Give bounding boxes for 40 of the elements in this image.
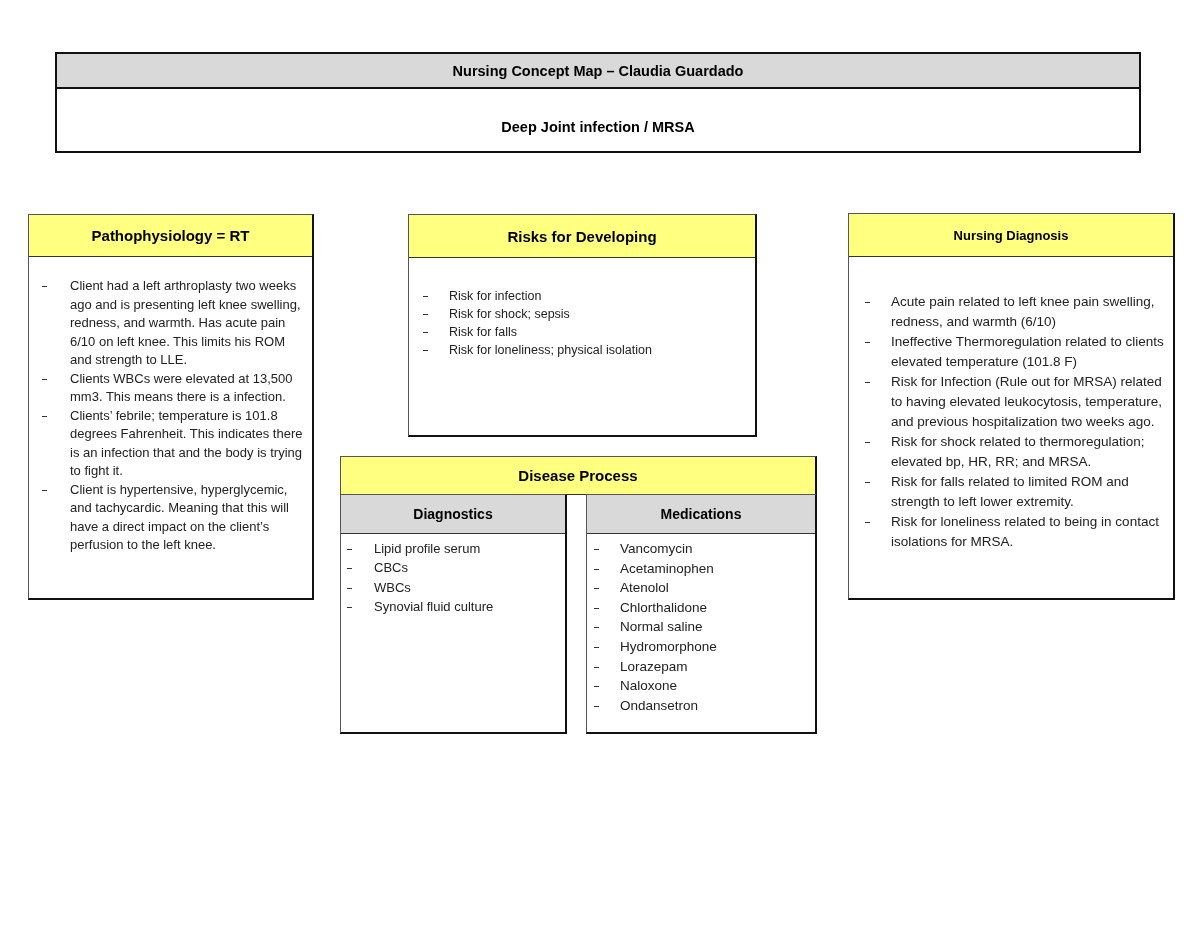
list-item: Risk for infection (423, 287, 747, 305)
list-item: Clients’ febrile; temperature is 101.8 degrees Fahrenheit. This indicates there is an infection that and the body is trying to fight it. (42, 406, 304, 481)
list-item: Risk for shock related to thermoregulation; elevated bp, HR, RR; and MRSA. (865, 432, 1165, 472)
heading-bar: Disease Process (340, 456, 817, 495)
list-item: Atenolol (594, 578, 809, 598)
list-item: Acute pain related to left knee pain swelling, redness, and warmth (6/10) (865, 292, 1165, 332)
list-item: Risk for Infection (Rule out for MRSA) related to having elevated leukocytosis, temperature, and previous hospitalization two weeks ago. (865, 372, 1165, 432)
list-item: Naloxone (594, 676, 809, 696)
section-card (408, 214, 757, 437)
list-item: Risk for loneliness related to being in contact isolations for MRSA. (865, 512, 1165, 552)
list-item: Normal saline (594, 617, 809, 637)
list-item: Client had a left arthroplasty two weeks ago and is presenting left knee swelling, redness, and warmth. Has acute pain 6/10 on left knee. This limits his ROM and strength to LLE. (42, 277, 304, 370)
list-item: Vancomycin (594, 539, 809, 559)
list-item: Risk for falls related to limited ROM and strength to left lower extremity. (865, 472, 1165, 512)
section-card (340, 494, 567, 734)
list-item: Acetaminophen (594, 558, 809, 579)
section-heading: Nursing Diagnosis (849, 214, 1173, 257)
section-card (28, 214, 314, 600)
list-item: Ondansetron (594, 695, 809, 716)
title-bar: Nursing Concept Map – Claudia Guardado (55, 52, 1141, 89)
list-item: Risk for loneliness; physical isolation (423, 341, 747, 359)
list-item: Synovial fluid culture (347, 596, 559, 617)
list-item: Ineffective Thermoregulation related to clients elevated temperature (101.8 F) (865, 332, 1165, 372)
list-item: Chlorthalidone (594, 597, 809, 618)
list-item: Risk for shock; sepsis (423, 305, 747, 323)
list-item: WBCs (347, 577, 559, 597)
list-item: Hydromorphone (594, 636, 809, 657)
section-heading: Pathophysiology = RT (29, 215, 312, 257)
list-item: Client is hypertensive, hyperglycemic, and tachycardic. Meaning that this will have a direct impact on the client’s perfusion to the left knee. (42, 480, 304, 555)
list-item: CBCs (347, 558, 559, 578)
list-item: Lorazepam (594, 656, 809, 677)
topic-bar: Deep Joint infection / MRSA (55, 89, 1141, 153)
section-card (848, 213, 1175, 600)
list-item: Clients WBCs were elevated at 13,500 mm3. This means there is a infection. (42, 369, 304, 407)
column-heading: Diagnostics (341, 495, 565, 534)
section-card (586, 494, 817, 734)
section-heading: Risks for Developing (409, 215, 755, 258)
list-item: Risk for falls (423, 323, 747, 341)
column-heading: Medications (587, 495, 815, 534)
list-item: Lipid profile serum (347, 539, 559, 559)
